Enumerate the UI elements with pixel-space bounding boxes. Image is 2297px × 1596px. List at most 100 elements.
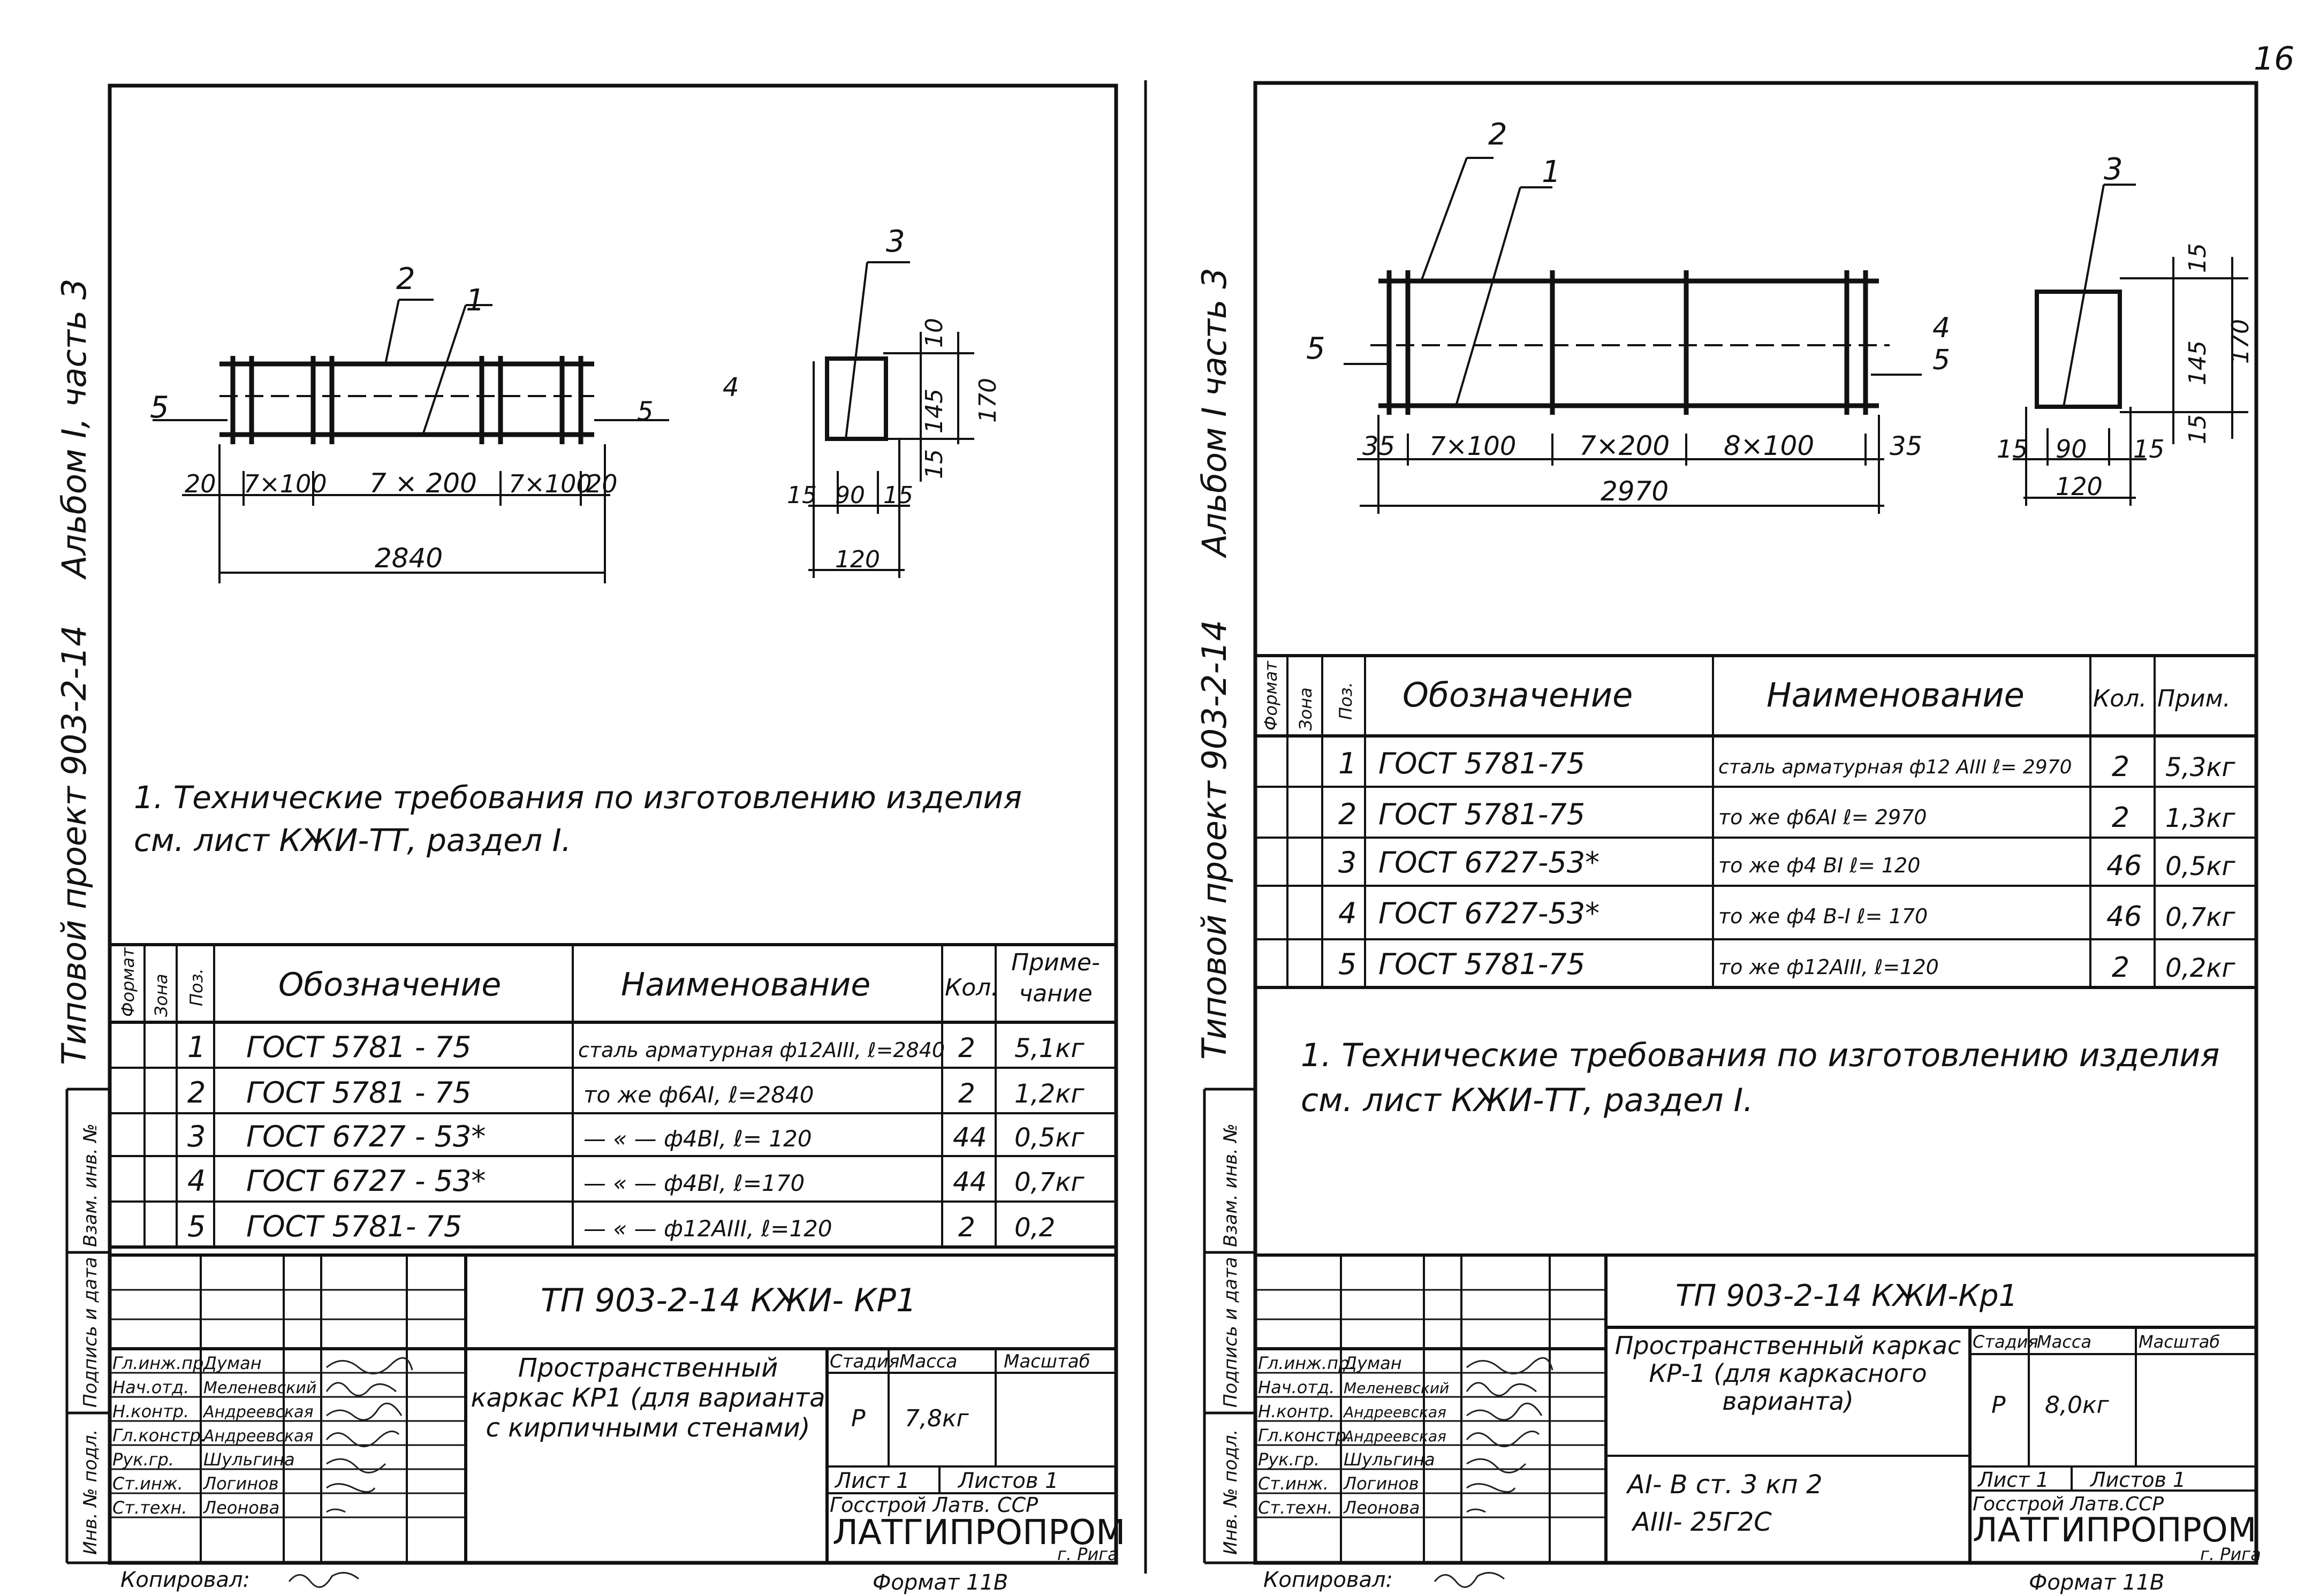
left-r2-qty: 2: [958, 1078, 975, 1109]
left-side-box-3: Инв. № подл.: [80, 1429, 101, 1555]
left-r5-name: — « — ф12АIII, ℓ=120: [583, 1215, 832, 1242]
left-r1-note: 5,1кг: [1014, 1033, 1085, 1063]
right-role-4: Рук.гр.: [1258, 1449, 1320, 1470]
right-callout-1: 1: [1542, 155, 1561, 189]
left-r1-pos: 1: [187, 1030, 206, 1064]
right-signatures: [1466, 1357, 1553, 1513]
left-r3-pos: 3: [187, 1120, 206, 1153]
left-sec-dim-v3: 170: [974, 378, 1002, 423]
right-sec-dim-h0: 15: [1997, 435, 2028, 463]
left-r5-doc: ГОСТ 5781- 75: [246, 1210, 462, 1243]
right-r2-name: то же ф6АI ℓ= 2970: [1718, 805, 1927, 829]
left-role-3: Гл.констр.: [112, 1425, 206, 1446]
right-spec-rows: 1 ГОСТ 5781-75 сталь арматурная ф12 АIII…: [1338, 747, 2235, 984]
right-dim-0: 35: [1362, 431, 1395, 461]
left-city: г. Рига: [1057, 1544, 1118, 1564]
right-stage: Р: [1991, 1392, 2006, 1419]
left-side-project: Типовой проект 903-2-14: [55, 625, 94, 1065]
right-callout-2: 2: [1488, 117, 1507, 152]
left-th-pos: Поз.: [186, 968, 207, 1006]
left-spec-table: [110, 943, 1116, 1249]
left-person-2: Андреевская: [202, 1403, 314, 1422]
left-sheets: Листов 1: [957, 1469, 1059, 1493]
left-role-1: Нач.отд.: [112, 1377, 189, 1397]
table-row: 2 ГОСТ 5781-75 то же ф6АI ℓ= 2970 2 1,3к…: [1338, 797, 2235, 834]
left-dim-0: 20: [185, 469, 216, 498]
right-dim-1: 7×100: [1429, 431, 1516, 461]
right-sec-dim-h1: 90: [2056, 435, 2087, 463]
left-signatures: [325, 1357, 413, 1513]
right-callout-5b: 5: [1932, 344, 1950, 376]
right-side-box-1: Взам. инв. №: [1220, 1123, 1241, 1247]
right-sec-dim-h2: 15: [2133, 435, 2165, 463]
right-org2: ЛАТГИПРОПРОМ: [1973, 1510, 2256, 1549]
left-person-3: Андреевская: [202, 1427, 314, 1446]
left-side-album: Альбом I, часть 3: [55, 279, 94, 580]
table-row: 1 ГОСТ 5781 - 75 сталь арматурная ф12АII…: [187, 1030, 1085, 1064]
left-people: Гл.инж.пр. Думан Нач.отд. Меленевский Н.…: [112, 1353, 316, 1518]
left-dim-4: 20: [586, 469, 618, 498]
left-r2-note: 1,2кг: [1014, 1079, 1085, 1109]
left-stage-label: Стадия: [830, 1351, 899, 1372]
left-role-5: Ст.инж.: [112, 1473, 183, 1494]
right-city: г. Рига: [2200, 1544, 2261, 1564]
right-person-6: Леонова: [1343, 1498, 1420, 1518]
right-title-code: ТП 903-2-14 КЖИ-Кр1: [1676, 1279, 2018, 1313]
left-r5-pos: 5: [187, 1210, 206, 1243]
right-r3-pos: 3: [1338, 846, 1356, 879]
left-person-0: Думан: [202, 1353, 262, 1373]
left-r4-qty: 44: [953, 1166, 987, 1197]
right-side-album: Альбом I часть 3: [1195, 268, 1234, 559]
right-scale-label: Масштаб: [2139, 1332, 2220, 1352]
right-role-2: Н.контр.: [1258, 1401, 1335, 1422]
left-title-text: Пространственный каркас КР1 (для вариант…: [471, 1353, 825, 1443]
right-r1-doc: ГОСТ 5781-75: [1378, 747, 1585, 780]
right-dim-4: 35: [1890, 431, 1922, 461]
right-r3-qty: 46: [2106, 850, 2142, 882]
right-side-project: Типовой проект 903-2-14: [1195, 620, 1234, 1060]
left-copied: Копировал:: [120, 1568, 250, 1592]
left-role-4: Рук.гр.: [112, 1449, 174, 1470]
table-row: 3 ГОСТ 6727 - 53* — « — ф4ВI, ℓ= 120 44 …: [187, 1120, 1085, 1153]
left-th-name: Наименование: [621, 966, 870, 1004]
right-r5-qty: 2: [2112, 952, 2129, 984]
right-person-2: Андреевская: [1343, 1403, 1446, 1421]
right-sec-dim-v1: 145: [2184, 340, 2211, 385]
left-sec-dim-h2: 15: [883, 482, 913, 509]
right-r3-name: то же ф4 ВI ℓ= 120: [1718, 854, 1920, 877]
right-r2-doc: ГОСТ 5781-75: [1378, 797, 1585, 831]
right-org1: Госстрой Латв.ССР: [1973, 1493, 2164, 1515]
right-role-6: Ст.техн.: [1258, 1498, 1333, 1518]
table-row: 4 ГОСТ 6727-53* то же ф4 В-I ℓ= 170 46 0…: [1338, 896, 2235, 933]
table-row: 3 ГОСТ 6727-53* то же ф4 ВI ℓ= 120 46 0,…: [1338, 846, 2235, 882]
right-r2-qty: 2: [2112, 802, 2129, 834]
left-format: Формат 11В: [873, 1570, 1008, 1595]
right-mass: 8,0кг: [2045, 1392, 2110, 1419]
right-spec-table: [1255, 654, 2256, 989]
left-r1-doc: ГОСТ 5781 - 75: [246, 1030, 471, 1064]
left-side-box-2: Подпись и дата: [80, 1257, 101, 1408]
left-sec-overall: 120: [835, 546, 880, 573]
left-elevation: [153, 299, 669, 583]
page-number: 16: [2254, 40, 2294, 78]
right-r2-note: 1,3кг: [2165, 803, 2235, 833]
right-sheet-no: Лист 1: [1977, 1468, 2049, 1492]
left-th-qty: Кол.: [945, 974, 998, 1001]
left-sec-dim-v0: 10: [921, 318, 948, 348]
left-sec-dim-h0: 15: [787, 482, 817, 509]
right-dim-overall: 2970: [1601, 476, 1669, 507]
right-sheets: Листов 1: [2089, 1468, 2186, 1492]
right-r1-qty: 2: [2112, 751, 2129, 783]
left-dim-1: 7×100: [244, 469, 327, 498]
right-th-format: Формат: [1261, 660, 1281, 731]
right-people: Гл.инж.пр. Думан Нач.отд. Меленевский Н.…: [1258, 1353, 1449, 1518]
left-r2-name: то же ф6АI, ℓ=2840: [583, 1082, 814, 1108]
right-r4-qty: 46: [2106, 901, 2142, 933]
right-r2-pos: 2: [1338, 797, 1356, 831]
left-sec-dim-v1: 145: [921, 389, 948, 434]
left-th-format: Формат: [118, 947, 138, 1017]
right-role-1: Нач.отд.: [1258, 1377, 1335, 1397]
right-callout-4: 4: [1932, 312, 1950, 344]
table-row: 1 ГОСТ 5781-75 сталь арматурная ф12 АIII…: [1338, 747, 2235, 783]
